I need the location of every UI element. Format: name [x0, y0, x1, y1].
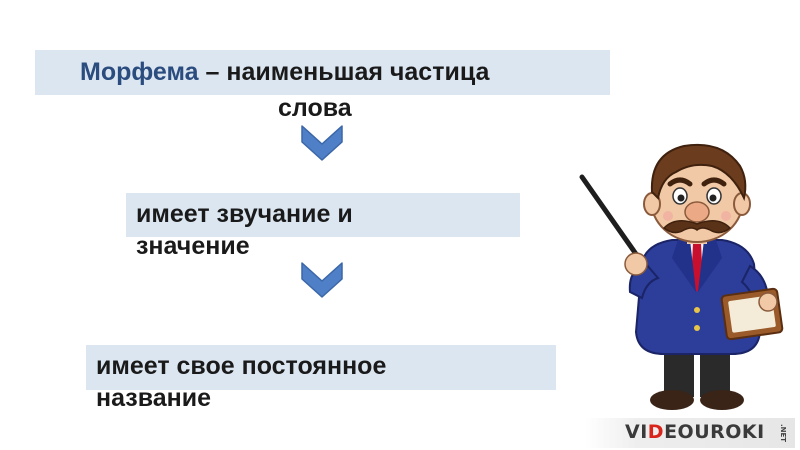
chevron-down-icon	[301, 125, 343, 161]
logo-tld: .NET	[779, 424, 787, 443]
property-1-text: имеет звучание и значение	[136, 200, 353, 260]
definition-dash: –	[205, 58, 220, 86]
definition-text: наименьшая частица	[226, 58, 490, 86]
definition-line-1: Морфема – наименьшая частица	[80, 56, 489, 88]
teacher-with-pointer-icon	[579, 143, 784, 410]
definition-line-2: слова	[278, 94, 352, 122]
property-2-text: имеет свое постоянное название	[96, 352, 387, 412]
property-1-band	[126, 193, 520, 237]
logo-wordmark: VIDEOUROKI	[625, 421, 765, 443]
definition-term: Морфема	[80, 58, 199, 86]
videouroki-logo: VIDEOUROKI .NET	[585, 418, 795, 448]
property-2-band	[86, 345, 556, 390]
chevron-down-icon	[301, 262, 343, 298]
definition-band	[35, 50, 610, 95]
